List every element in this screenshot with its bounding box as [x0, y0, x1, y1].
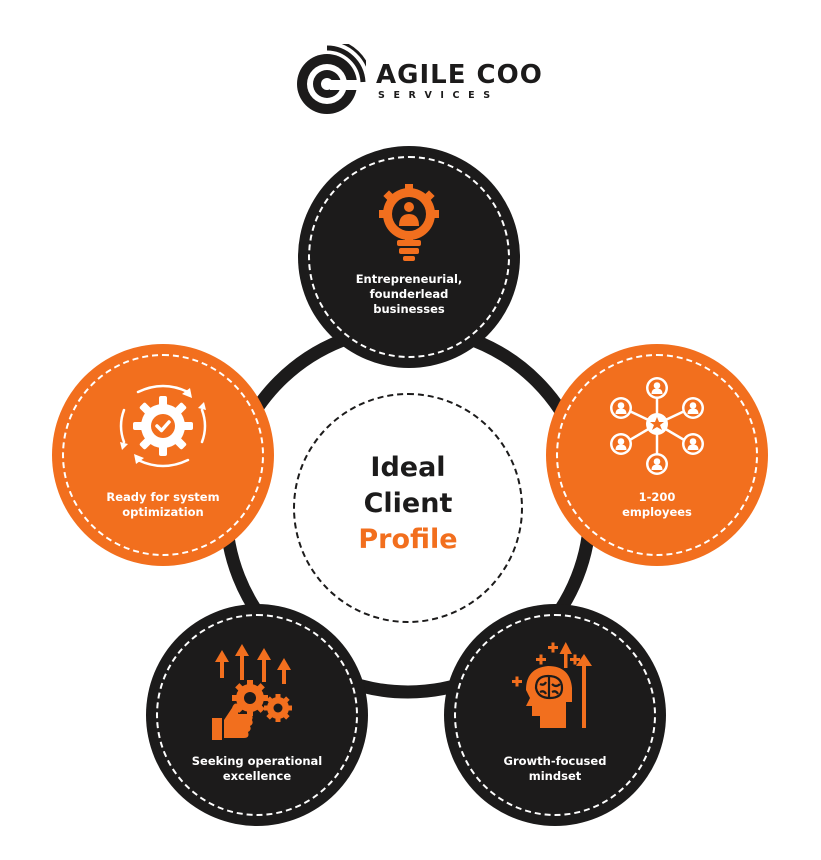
gear-check-cycle-icon	[119, 384, 207, 468]
label-line: Growth-focused	[503, 754, 607, 768]
logo-mark-icon	[297, 44, 366, 114]
node-label: Entrepreneurial, founderlead businesses	[318, 272, 500, 317]
label-line: businesses	[373, 302, 445, 316]
center-title: Ideal Client Profile	[295, 450, 521, 558]
node-system-optimization: Ready for system optimization	[52, 344, 274, 566]
lightbulb-gear-person-icon	[379, 184, 439, 261]
node-growth-mindset: Growth-focused mindset	[444, 604, 666, 826]
logo-subtitle: SERVICES	[378, 90, 499, 101]
node-entrepreneurial: Entrepreneurial, founderlead businesses	[298, 146, 520, 368]
label-line: 1-200	[638, 490, 676, 504]
label-line: excellence	[222, 769, 292, 783]
node-label: Seeking operational excellence	[166, 754, 348, 784]
label-line: mindset	[528, 769, 582, 783]
label-line: Entrepreneurial,	[355, 272, 463, 286]
agile-coo-logo: AGILE COO SERVICES	[294, 44, 542, 116]
node-label: Growth-focused mindset	[464, 754, 646, 784]
center-line-profile: Profile	[358, 524, 458, 555]
gears-thumbs-up-arrows-icon	[212, 644, 292, 740]
node-label: Ready for system optimization	[72, 490, 254, 520]
label-line: founderlead	[369, 287, 449, 301]
center-line-client: Client	[363, 488, 453, 519]
node-dashed-ring	[62, 354, 264, 556]
node-dashed-ring	[454, 614, 656, 816]
node-employees: 1-200 employees	[546, 344, 768, 566]
head-brain-arrows-icon	[512, 642, 592, 728]
node-dashed-ring	[156, 614, 358, 816]
network-people-star-icon	[610, 377, 704, 475]
center-circle: Ideal Client Profile	[293, 393, 523, 623]
logo-title: AGILE COO	[376, 60, 543, 90]
node-operational-excellence: Seeking operational excellence	[146, 604, 368, 826]
label-line: Ready for system	[106, 490, 220, 504]
label-line: Seeking operational	[191, 754, 323, 768]
node-label: 1-200 employees	[566, 490, 748, 520]
node-dashed-ring	[308, 156, 510, 358]
label-line: optimization	[122, 505, 204, 519]
node-dashed-ring	[556, 354, 758, 556]
label-line: employees	[622, 505, 692, 519]
center-line-ideal: Ideal	[370, 452, 446, 483]
